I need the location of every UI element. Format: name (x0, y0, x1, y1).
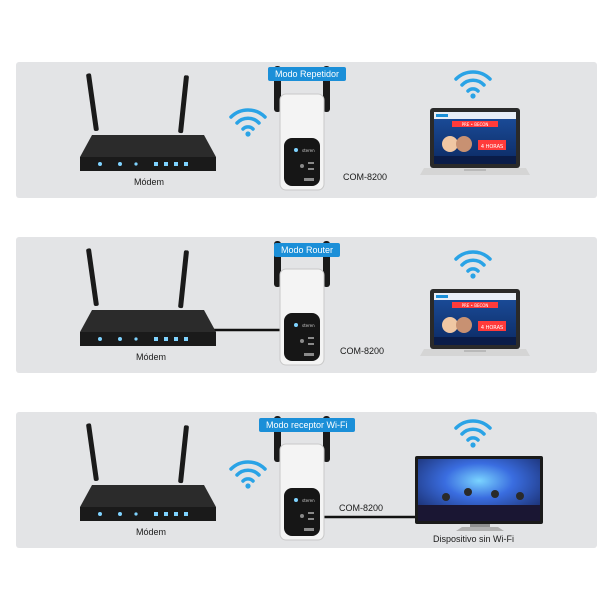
mode-badge: Modo Router (274, 243, 341, 257)
mode-badge: Modo receptor Wi-Fi (259, 418, 355, 432)
device-model-label: COM-8200 (343, 172, 388, 182)
modem-label: Módem (136, 527, 167, 537)
modem-label: Módem (134, 177, 165, 187)
modem-label: Módem (136, 352, 167, 362)
device-model-label: COM-8200 (340, 346, 385, 356)
device-model-label: COM-8200 (339, 503, 384, 513)
client-device-label: Dispositivo sin Wi-Fi (433, 534, 515, 544)
mode-badge: Modo Repetidor (268, 67, 347, 81)
